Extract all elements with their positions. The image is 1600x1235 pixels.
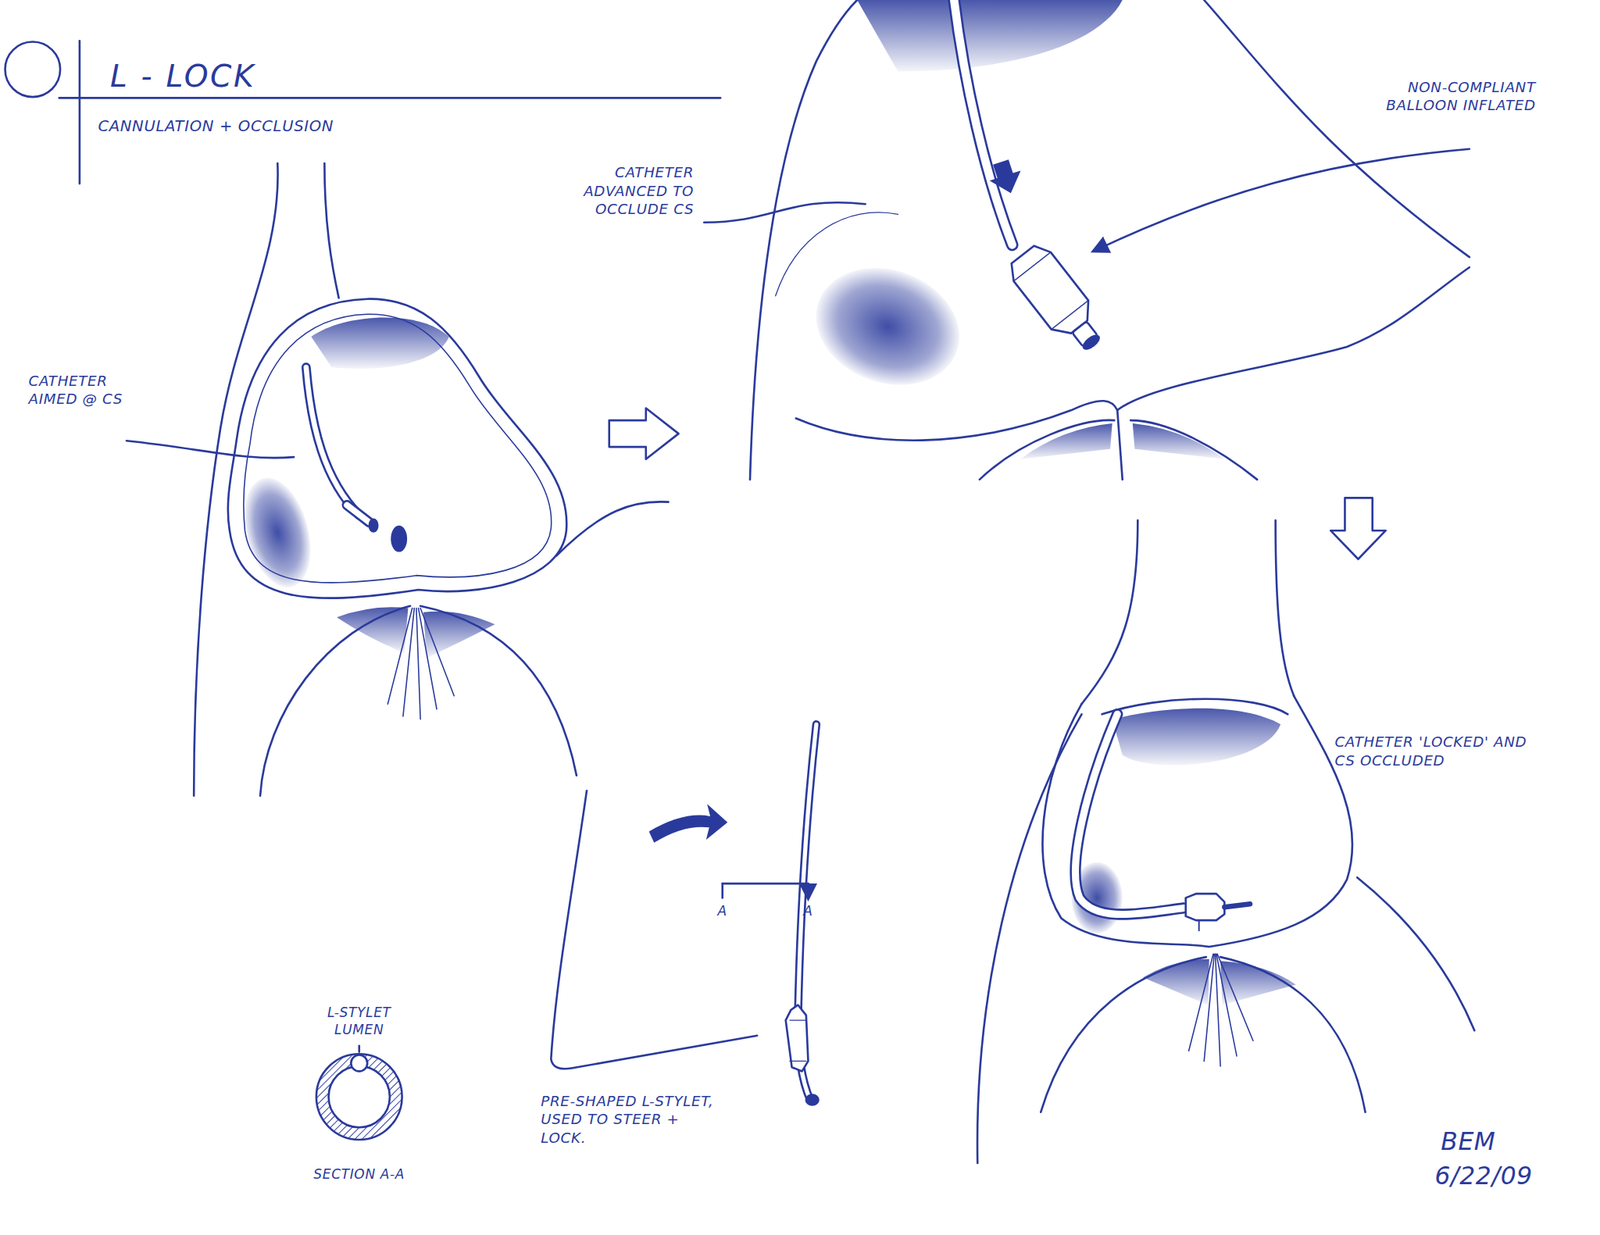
subtitle: CANNULATION + OCCLUSION: [97, 116, 425, 137]
callout-label: L-STYLET LUMEN: [307, 1003, 411, 1039]
section-mark: A: [800, 902, 817, 920]
section-mark: A: [714, 902, 731, 920]
callout-label: CATHETER 'LOCKED' AND CS OCCLUDED: [1334, 732, 1531, 770]
date: 6/22/09: [1434, 1160, 1558, 1193]
signature: BEM: [1440, 1126, 1533, 1158]
callout-label: CATHETER ADVANCED TO OCCLUDE CS: [550, 163, 694, 219]
callout-label: NON-COMPLIANT BALLOON INFLATED: [1357, 77, 1536, 115]
sheet-title: L - LOCK: [110, 59, 256, 94]
section-caption: SECTION A-A: [287, 1165, 431, 1183]
callout-label: CATHETER AIMED @ CS: [28, 371, 132, 408]
callout-label: PRE-SHAPED L-STYLET, USED TO STEER + LOC…: [540, 1092, 725, 1148]
